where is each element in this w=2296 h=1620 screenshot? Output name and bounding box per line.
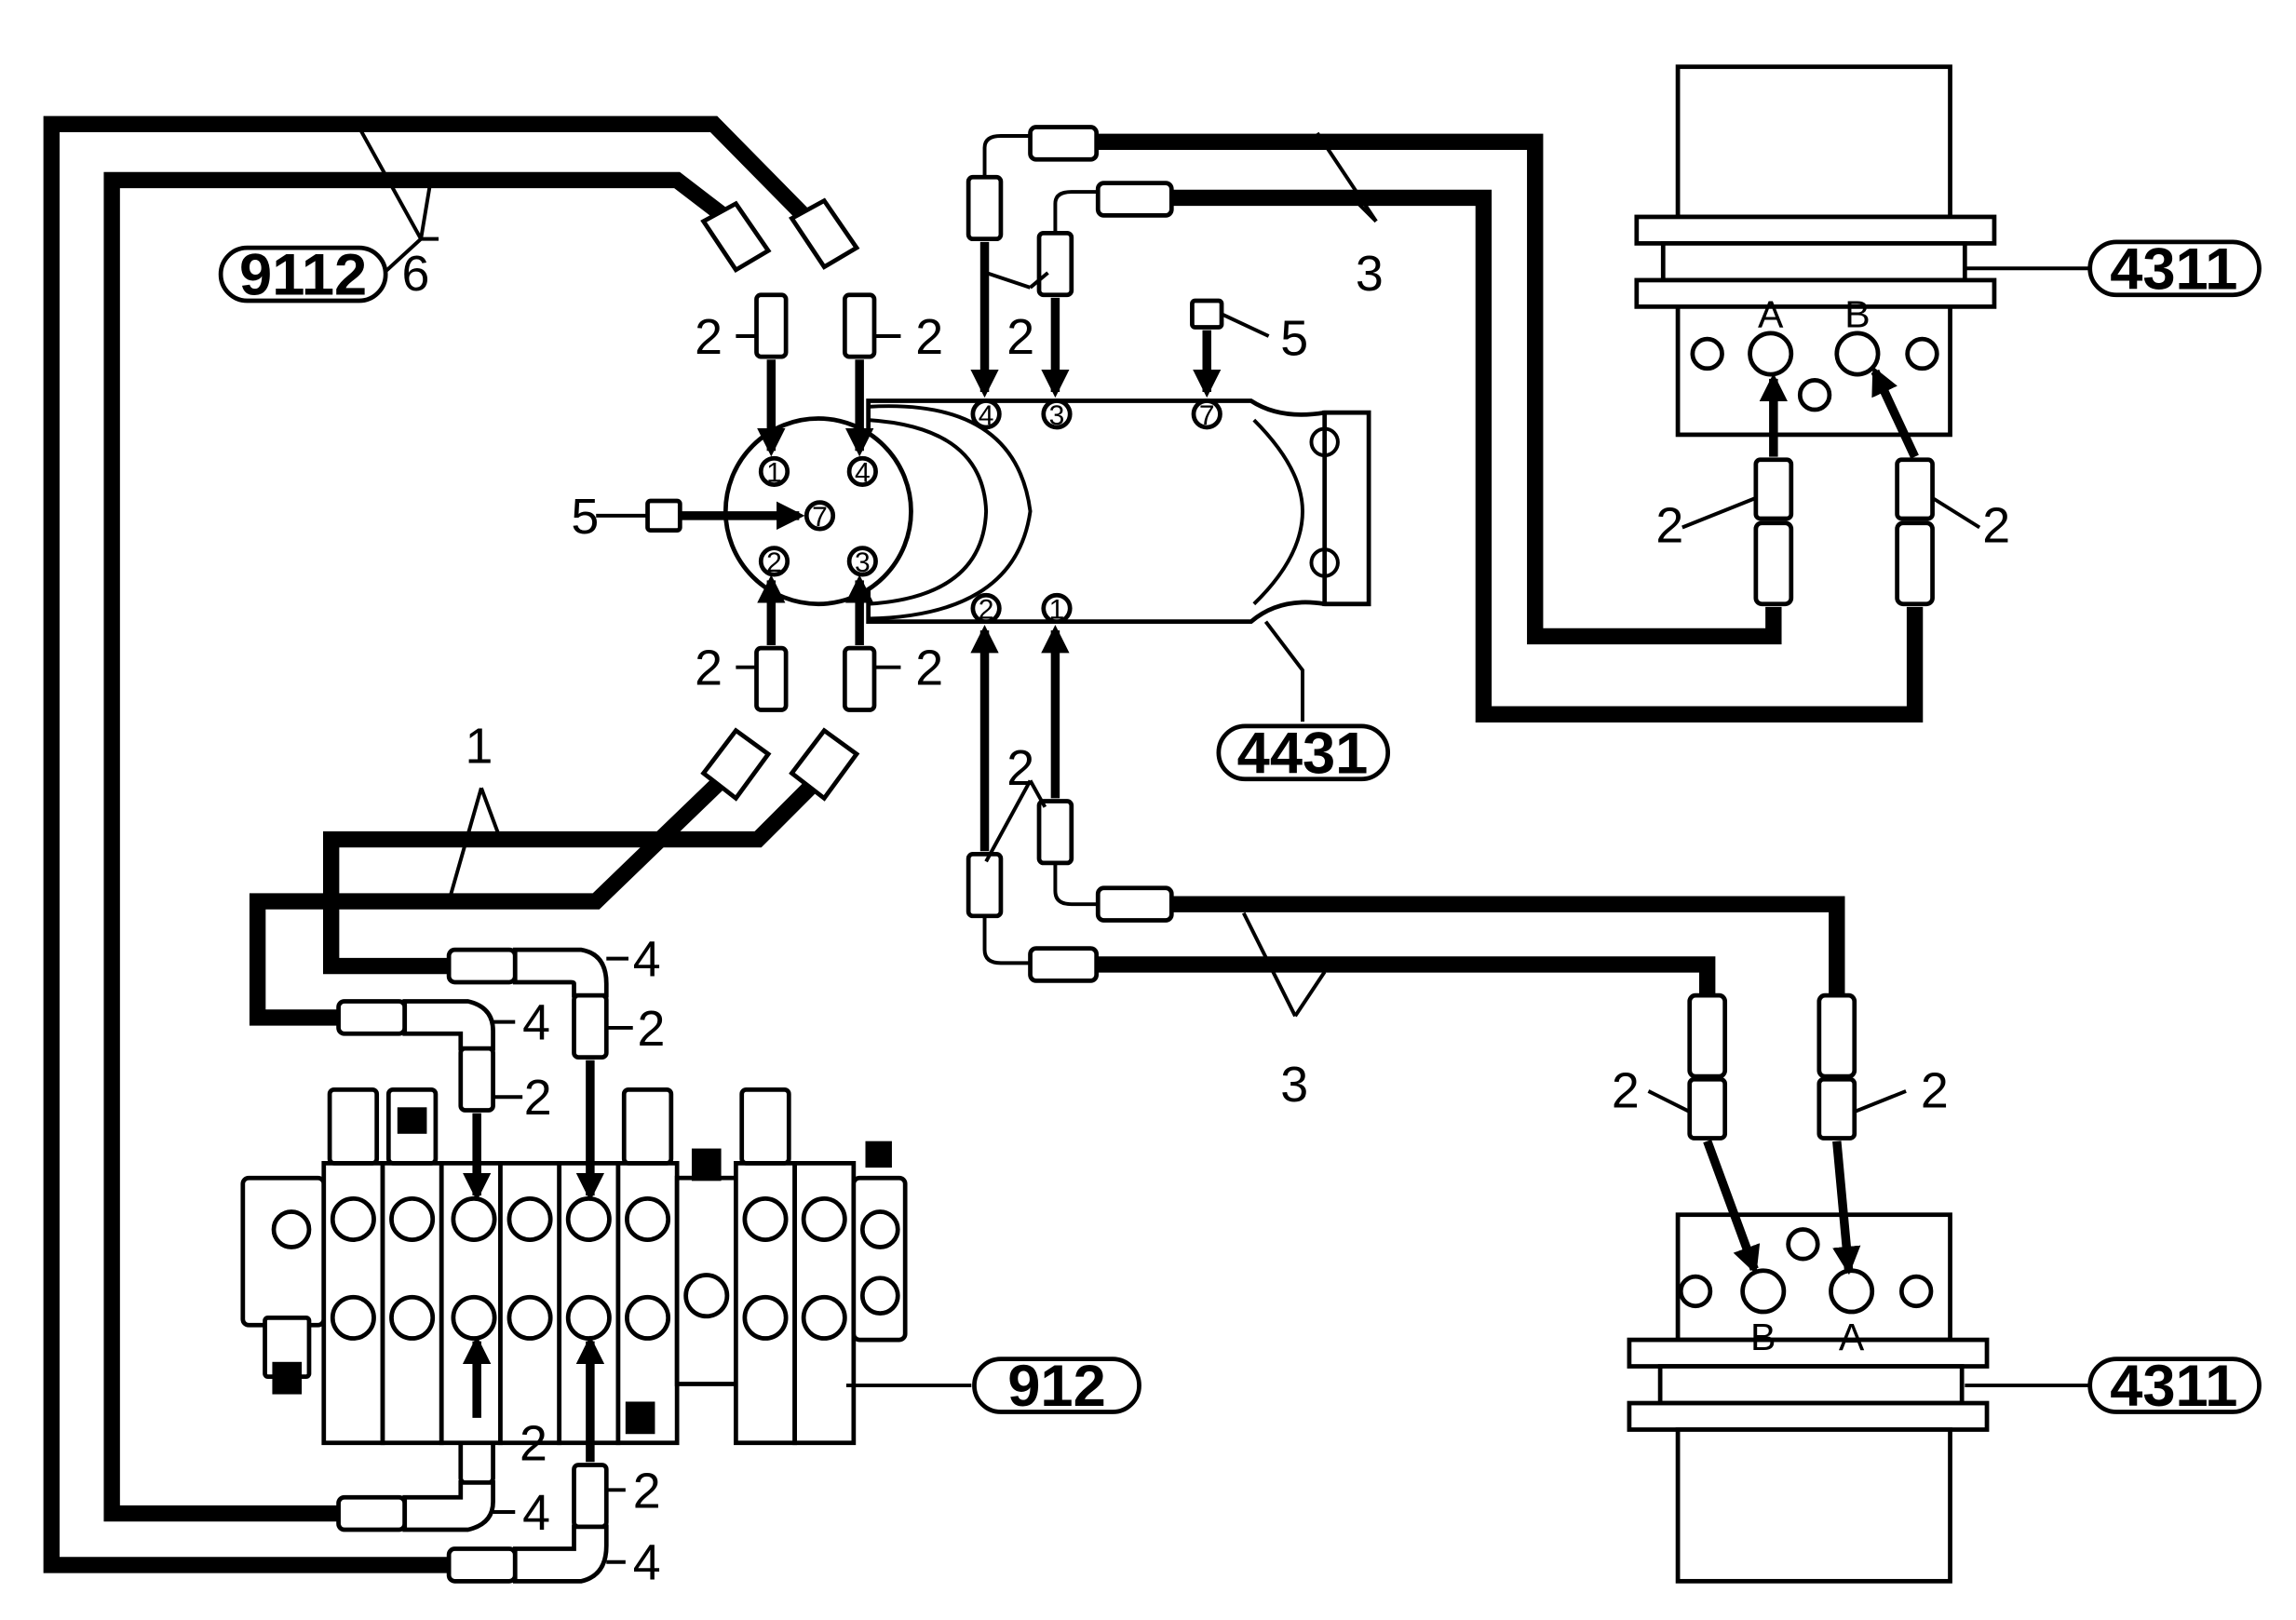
port-a-label-bottom: A (1839, 1316, 1865, 1358)
leader-lines (358, 128, 2090, 1564)
port-a-label-top: A (1758, 293, 1784, 336)
callout-2: 2 (915, 641, 943, 696)
callout-2: 2 (1006, 309, 1034, 365)
hose-6-inner (103, 171, 726, 1522)
ref-badge-9112: 9112 (218, 243, 388, 308)
callout-2: 2 (695, 309, 723, 365)
hose-1-inner (322, 782, 816, 975)
ref-9112-text: 9112 (239, 243, 367, 308)
ref-4311-bottom-text: 4311 (2110, 1354, 2237, 1419)
callout-4: 4 (633, 932, 661, 988)
ref-badge-4431: 4431 (1216, 721, 1391, 786)
callout-5: 5 (571, 489, 599, 545)
callout-4: 4 (633, 1535, 661, 1591)
callout-2: 2 (633, 1463, 661, 1519)
port-1-label: 1 (766, 457, 782, 488)
ref-912-text: 912 (1007, 1354, 1105, 1419)
hose-1-outer (249, 775, 727, 1026)
ref-badge-912: 912 (972, 1354, 1141, 1419)
port-3-label: 3 (1049, 400, 1065, 431)
port-b-label-bottom: B (1750, 1316, 1776, 1358)
callout-6: 6 (402, 246, 430, 302)
hose-3-top-b (1169, 189, 1924, 722)
callout-1: 1 (466, 718, 493, 774)
callout-2: 2 (1612, 1062, 1640, 1118)
port-3-label: 3 (855, 547, 871, 578)
swivel-port-labels: 1 4 7 2 3 4 3 7 2 1 (766, 400, 1214, 626)
port-4-label: 4 (979, 400, 994, 431)
track-motor-top (1634, 64, 1997, 438)
callout-2: 2 (695, 641, 723, 696)
ref-badge-4311-bottom: 4311 (2087, 1354, 2262, 1419)
fittings (458, 125, 1935, 1530)
callout-2: 2 (524, 1070, 552, 1126)
callout-3-top: 3 (1356, 246, 1384, 302)
callout-2: 2 (1982, 497, 2010, 553)
hose-3-top-a (1096, 133, 1782, 645)
callout-2: 2 (1921, 1062, 1949, 1118)
elbows (336, 947, 609, 1584)
callout-4: 4 (522, 995, 550, 1051)
port-4-label: 4 (855, 457, 871, 488)
callout-2: 2 (1006, 740, 1034, 796)
ref-4431-text: 4431 (1237, 721, 1369, 786)
port-7-label: 7 (812, 502, 828, 533)
callout-4: 4 (522, 1485, 550, 1541)
callout-2: 2 (520, 1416, 547, 1472)
callout-2: 2 (1655, 497, 1683, 553)
ref-4311-top-text: 4311 (2110, 236, 2237, 302)
port-2-label: 2 (979, 594, 994, 625)
connection-arrows (462, 241, 1919, 1463)
port-b-label-top: B (1844, 293, 1870, 336)
port-1-label: 1 (1049, 594, 1065, 625)
swivel-port-markers (758, 398, 1222, 625)
hose-3-bottom-a (1096, 956, 1716, 996)
control-valve-block (240, 1087, 908, 1446)
callout-5: 5 (1280, 311, 1308, 367)
callout-3-bottom: 3 (1280, 1057, 1308, 1113)
callout-labels: 6 3 1 3 2 2 2 2 2 2 2 2 2 2 2 2 2 2 4 4 … (402, 246, 2011, 1591)
callout-2: 2 (915, 309, 943, 365)
port-7-label: 7 (1199, 400, 1215, 431)
track-motor-bottom (1627, 1212, 1990, 1584)
hose-6-outer (43, 115, 816, 1573)
control-valve-ports (271, 1195, 900, 1341)
port-2-label: 2 (766, 547, 782, 578)
ref-badge-4311-top: 4311 (2087, 236, 2262, 302)
hose-3-bottom-b (1169, 896, 1845, 996)
callout-2: 2 (637, 1001, 665, 1057)
